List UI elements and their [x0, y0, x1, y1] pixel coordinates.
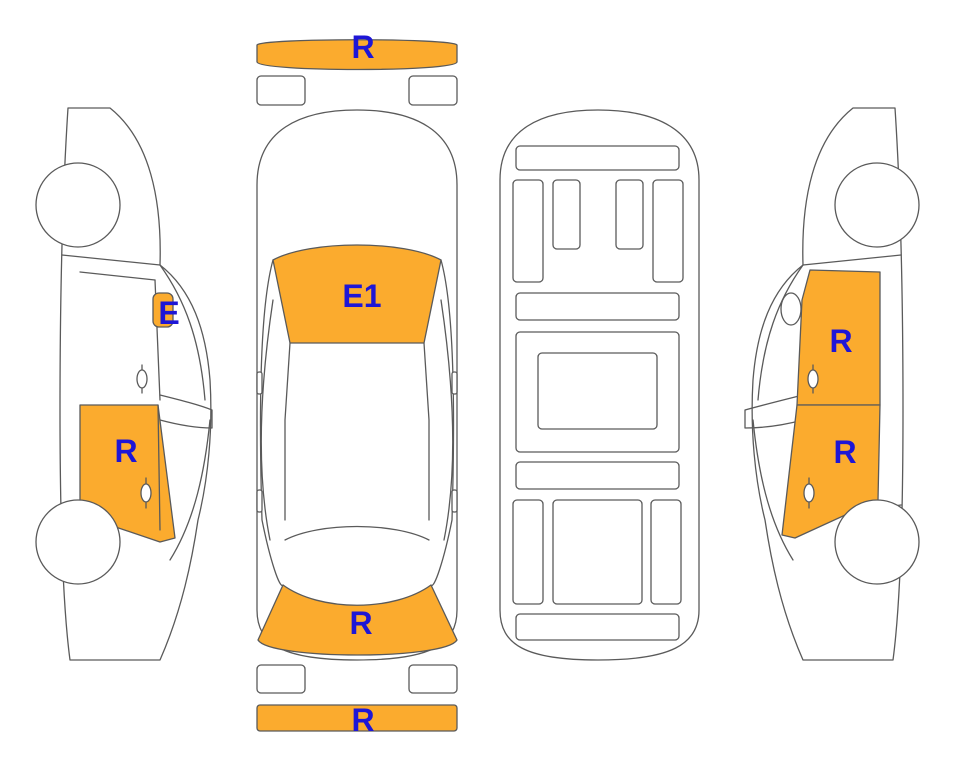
top-view-right-a-pillar: [430, 259, 455, 587]
right-side-window-line-inner: [752, 419, 794, 561]
right-rear-wheel: [834, 499, 920, 585]
underbody-cross-member-1: [515, 292, 680, 321]
left-side-view: E R: [35, 107, 213, 661]
underbody-rear-pan: [552, 499, 643, 605]
right-mirror-top: [451, 371, 458, 395]
underbody-rear-plate: [515, 613, 680, 641]
right-rear-marker-top: [451, 489, 458, 513]
rear-left-taillight: [256, 664, 306, 694]
left-rear-door-split: [157, 404, 161, 531]
right-side-window-line: [757, 264, 804, 401]
right-side-view: R R: [744, 107, 920, 661]
hood-label: E1: [342, 278, 381, 314]
underbody-left-mount: [552, 179, 581, 250]
front-right-headlight: [408, 75, 458, 106]
left-side-window-line: [159, 264, 206, 401]
right-rear-door-handle: [803, 477, 815, 509]
trunk-panel: [257, 584, 458, 656]
rear-bumper-panel: [256, 704, 458, 732]
underbody-front-plate: [515, 145, 680, 171]
rear-right-taillight: [408, 664, 458, 694]
underbody-left-rail: [512, 179, 544, 283]
left-side-mirror: [159, 394, 213, 429]
left-rear-door-handle: [140, 477, 152, 509]
left-rear-door-label: R: [114, 433, 137, 469]
left-side-window-line-inner: [169, 419, 211, 561]
left-rear-marker-top: [256, 489, 263, 513]
left-front-wheel: [35, 162, 121, 248]
underbody-cross-member-2: [515, 461, 680, 490]
top-view-right-door-curve: [440, 299, 454, 541]
left-small-panel-label: E: [158, 295, 179, 331]
top-view-left-door-curve: [260, 299, 274, 541]
right-side-mirror-cap: [780, 292, 802, 326]
top-view-body: [256, 109, 458, 661]
trunk-label: R: [349, 605, 372, 641]
front-left-headlight: [256, 75, 306, 106]
left-mirror-top: [256, 371, 263, 395]
right-front-door-handle: [807, 364, 819, 394]
underbody-rear-left-rail: [512, 499, 544, 605]
front-bumper-panel: [256, 39, 458, 71]
right-front-wheel: [834, 162, 920, 248]
left-side-front-door-edge: [79, 271, 156, 281]
top-view: R E1 R R: [256, 29, 458, 738]
underbody-right-rail: [652, 179, 684, 283]
rear-window-line: [284, 525, 430, 541]
right-rear-door-panel: [781, 404, 881, 539]
left-small-panel: [152, 292, 174, 328]
left-rear-door-panel: [79, 404, 176, 543]
rear-bumper-label: R: [351, 702, 374, 738]
left-front-door-handle: [136, 364, 148, 394]
underbody-right-mount: [615, 179, 644, 250]
left-side-belt-line: [61, 254, 161, 266]
right-rear-door-label: R: [833, 434, 856, 470]
top-view-left-a-pillar: [259, 259, 284, 587]
underbody-center-pan: [537, 352, 658, 430]
right-front-door-label: R: [829, 323, 852, 359]
right-side-mirror: [744, 394, 804, 429]
front-bumper-label: R: [351, 29, 374, 65]
top-view-right-inner-line: [423, 342, 430, 521]
top-view-left-inner-line: [284, 342, 291, 521]
underbody-view: [499, 109, 700, 661]
left-rear-wheel: [35, 499, 121, 585]
right-side-belt-line: [802, 254, 902, 266]
underbody-rear-right-rail: [650, 499, 682, 605]
